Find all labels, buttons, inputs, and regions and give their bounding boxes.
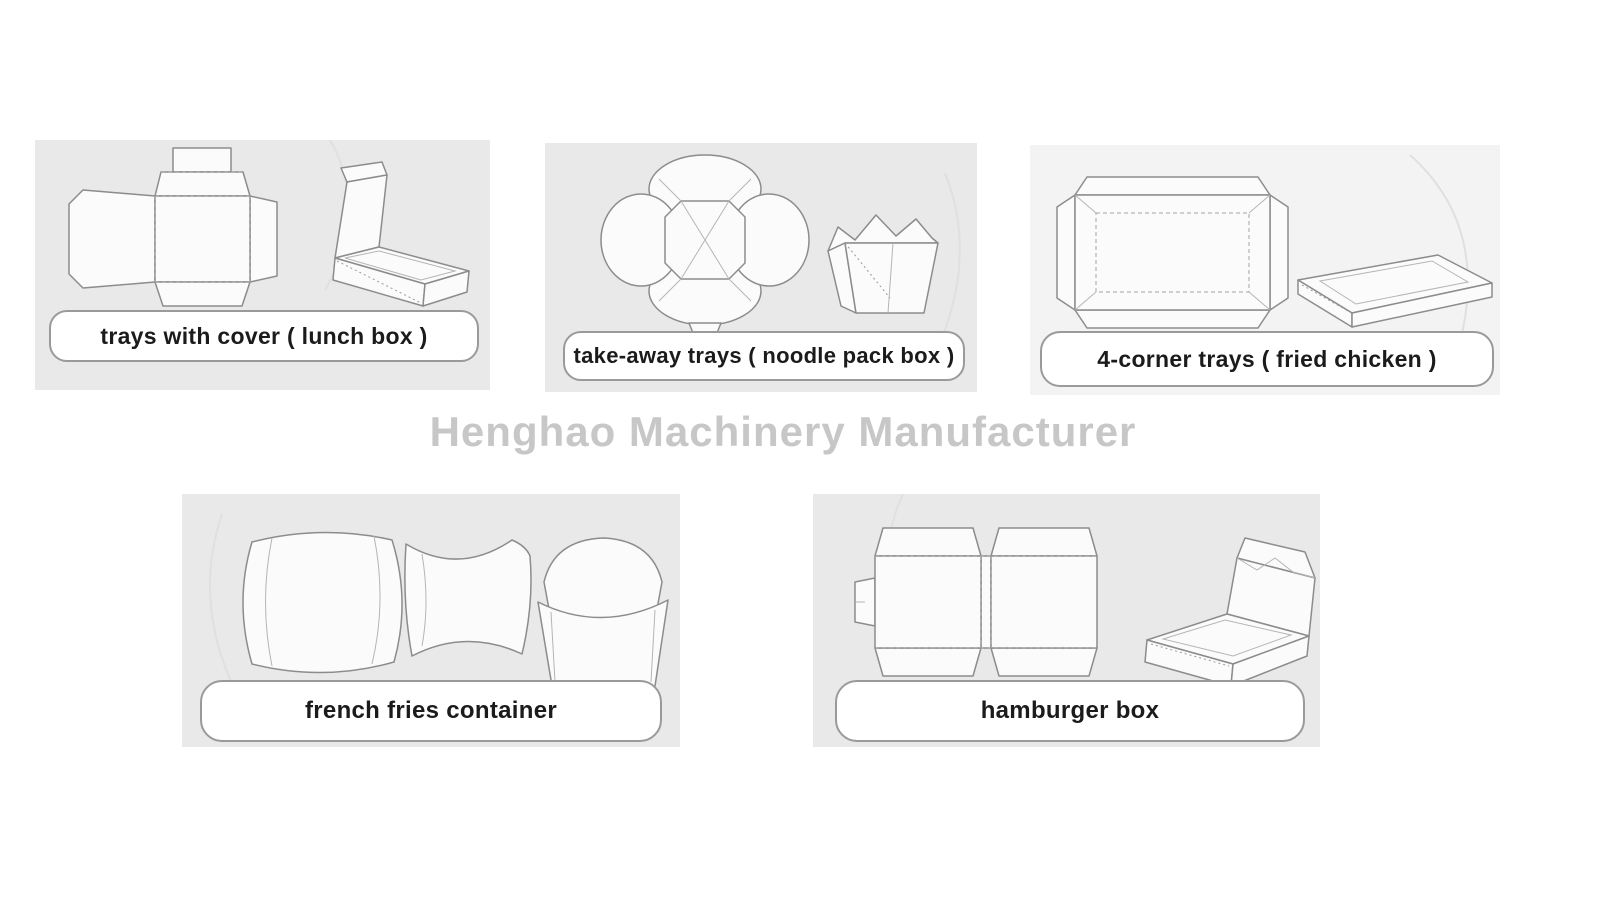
fried-chicken-tray-diagram [1056,154,1493,376]
hamburger-box-folded [1144,537,1316,687]
noodle-box-diagram [600,154,961,344]
panel-hamburger-box: hamburger box [813,494,1320,747]
background-arc [939,172,961,344]
panel-take-away-trays: take-away trays ( noodle pack box ) [545,143,977,392]
panel-label: 4-corner trays ( fried chicken ) [1097,345,1437,372]
tray-diecut-template [1056,176,1289,329]
label-pill-french-fries: french fries container [200,680,662,742]
panel-french-fries: french fries container [182,494,680,747]
tray-folded [1297,254,1493,328]
label-pill-take-away-trays: take-away trays ( noodle pack box ) [563,331,965,381]
noodle-box-diecut-template [600,154,810,339]
fries-diecut-template [242,531,532,674]
fries-cup-folded [537,537,669,694]
noodle-box-folded [827,214,939,314]
panel-trays-with-cover: trays with cover ( lunch box ) [35,140,490,390]
background-arc [209,513,238,695]
label-pill-four-corner-trays: 4-corner trays ( fried chicken ) [1040,331,1494,387]
label-pill-trays-with-cover: trays with cover ( lunch box ) [49,310,479,362]
label-pill-hamburger-box: hamburger box [835,680,1305,742]
french-fries-diagram [209,513,669,695]
panel-four-corner-trays: 4-corner trays ( fried chicken ) [1030,145,1500,395]
lunch-box-diecut-template [68,147,278,307]
panel-label: hamburger box [980,697,1160,724]
lunch-box-diagram [68,140,470,307]
panel-label: french fries container [304,697,557,724]
hamburger-box-diagram [854,494,1316,687]
panel-label: trays with cover ( lunch box ) [100,322,428,349]
watermark-text: Henghao Machinery Manufacturer [429,408,1137,455]
lunch-box-folded [332,161,470,307]
hamburger-diecut-template [854,527,1098,677]
panel-label: take-away trays ( noodle pack box ) [573,343,955,368]
